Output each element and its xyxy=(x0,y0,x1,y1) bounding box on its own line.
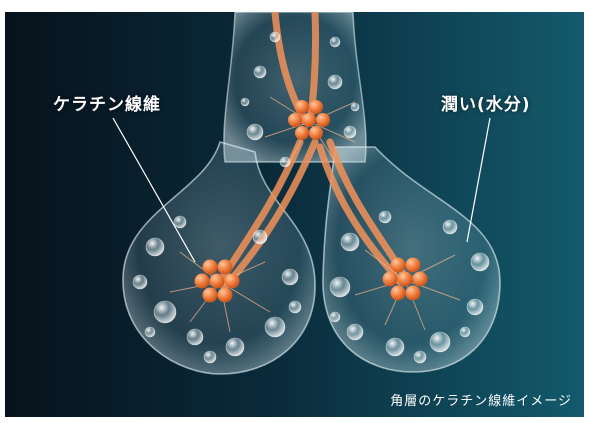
keratin-label: ケラチン線維 xyxy=(53,90,161,115)
image-caption: 角層のケラチン線維イメージ xyxy=(390,390,572,409)
moisture-label: 潤い(水分) xyxy=(441,90,531,115)
upper-cell-capsule xyxy=(224,12,366,162)
keratin-illustration: ケラチン線維 潤い(水分) 角層のケラチン線維イメージ xyxy=(5,12,584,417)
illustration-canvas xyxy=(5,12,584,417)
